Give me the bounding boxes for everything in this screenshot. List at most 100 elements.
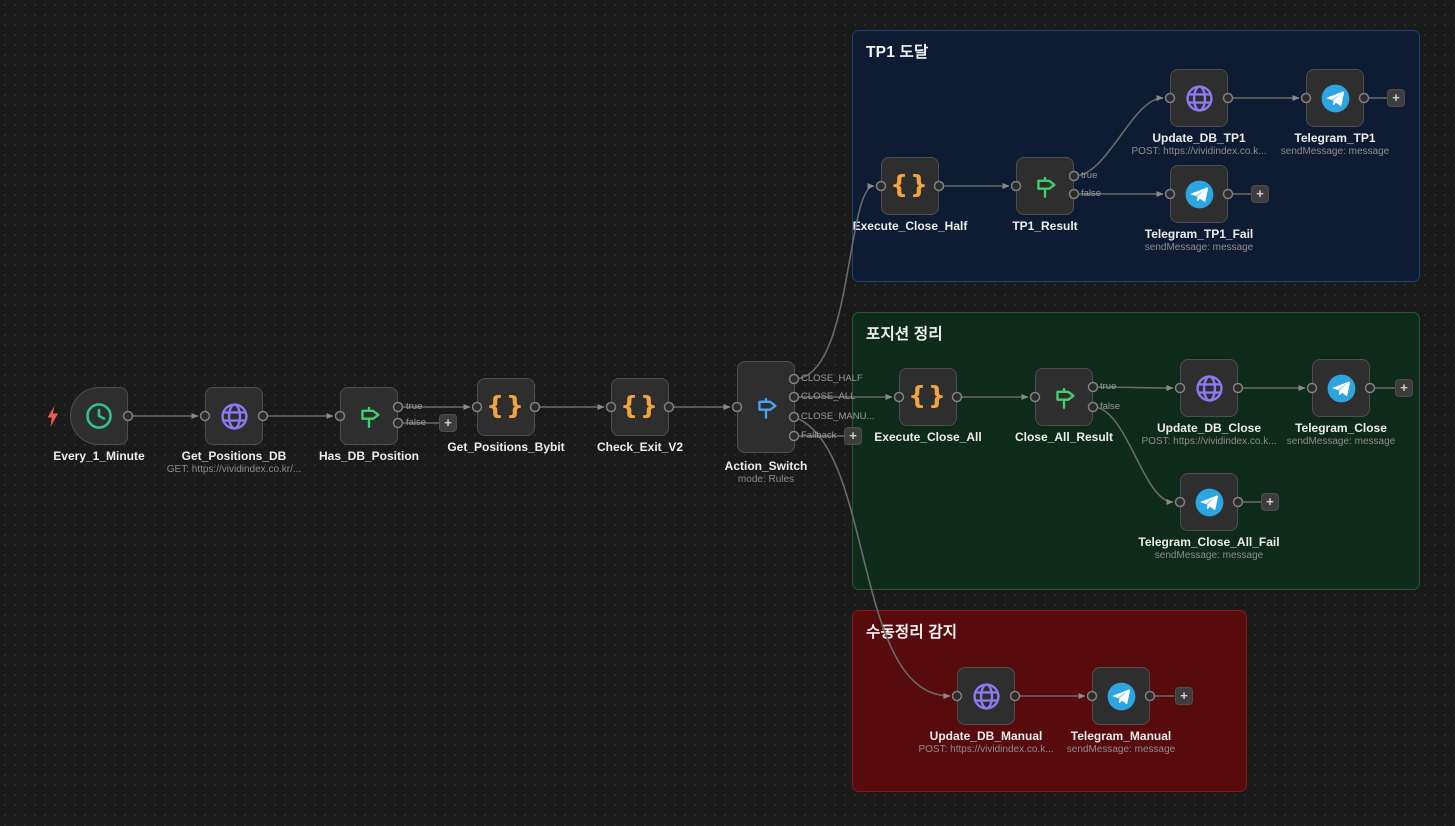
node-execute-close-all[interactable]: {} Execute_Close_All bbox=[874, 368, 982, 444]
add-node-button[interactable]: + bbox=[1395, 379, 1413, 397]
output-label-false: false bbox=[406, 417, 427, 428]
node-subtitle: sendMessage: message bbox=[1286, 436, 1396, 447]
node-telegram-close-all-fail[interactable]: Telegram_Close_All_Fail sendMessage: mes… bbox=[1138, 473, 1280, 561]
node-body[interactable] bbox=[1170, 165, 1228, 223]
code-braces-icon: {} bbox=[620, 391, 660, 420]
node-body[interactable] bbox=[1035, 368, 1093, 426]
code-braces-icon: {} bbox=[908, 381, 948, 410]
output-label-false: false bbox=[1081, 188, 1102, 199]
add-node-button[interactable]: + bbox=[1387, 89, 1405, 107]
node-body[interactable] bbox=[1180, 359, 1238, 417]
node-body[interactable] bbox=[1016, 157, 1074, 215]
node-body[interactable]: {} bbox=[477, 378, 535, 436]
add-node-button[interactable]: + bbox=[439, 414, 457, 432]
node-subtitle: sendMessage: message bbox=[1066, 744, 1176, 755]
node-body[interactable]: {} bbox=[881, 157, 939, 215]
node-label: Update_DB_Close bbox=[1156, 421, 1262, 435]
add-node-button[interactable]: + bbox=[1261, 493, 1279, 511]
node-subtitle: GET: https://vividindex.co.kr/... bbox=[166, 464, 302, 475]
clock-icon bbox=[86, 403, 112, 429]
node-label: Every_1_Minute bbox=[53, 449, 145, 463]
node-body[interactable] bbox=[957, 667, 1015, 725]
node-body[interactable]: {} bbox=[899, 368, 957, 426]
connection[interactable] bbox=[793, 416, 951, 699]
signpost-icon bbox=[361, 406, 380, 428]
node-label: Execute_Close_All bbox=[874, 430, 982, 444]
node-body[interactable] bbox=[1180, 473, 1238, 531]
node-body[interactable] bbox=[1312, 359, 1370, 417]
code-braces-icon: {} bbox=[890, 170, 930, 199]
telegram-icon bbox=[1327, 374, 1355, 402]
add-node-button[interactable]: + bbox=[1251, 185, 1269, 203]
output-label-true: true bbox=[1081, 170, 1098, 181]
node-subtitle: sendMessage: message bbox=[1280, 146, 1390, 157]
node-label: Has_DB_Position bbox=[318, 449, 420, 463]
connection[interactable] bbox=[793, 183, 875, 380]
node-label: Update_DB_Manual bbox=[929, 729, 1043, 743]
node-label: Telegram_Manual bbox=[1070, 729, 1172, 743]
add-node-button[interactable]: + bbox=[844, 427, 862, 445]
node-telegram-manual[interactable]: Telegram_Manual sendMessage: message bbox=[1067, 667, 1175, 755]
node-update-db-close[interactable]: Update_DB_Close POST: https://vividindex… bbox=[1141, 359, 1277, 447]
node-label: Update_DB_TP1 bbox=[1152, 131, 1246, 145]
signpost-icon bbox=[1056, 387, 1075, 409]
output-label-close-half: CLOSE_HALF bbox=[801, 373, 863, 384]
globe-icon bbox=[1185, 84, 1213, 112]
node-body[interactable] bbox=[1170, 69, 1228, 127]
node-every-1-minute[interactable]: Every_1_Minute bbox=[53, 387, 145, 463]
node-tp1-result[interactable]: TP1_Result bbox=[1012, 157, 1078, 233]
node-body[interactable] bbox=[737, 361, 795, 453]
node-label: Telegram_Close bbox=[1295, 421, 1387, 435]
connection[interactable] bbox=[1092, 384, 1174, 391]
node-label: Action_Switch bbox=[724, 459, 808, 473]
lightning-bolt-icon bbox=[47, 406, 58, 427]
node-label: TP1_Result bbox=[1012, 219, 1078, 233]
node-update-db-tp1[interactable]: Update_DB_TP1 POST: https://vividindex.c… bbox=[1131, 69, 1267, 157]
node-body[interactable] bbox=[205, 387, 263, 445]
group-title: 포지션 정리 bbox=[866, 326, 943, 343]
node-has-db-position[interactable]: Has_DB_Position bbox=[319, 387, 419, 463]
signpost-icon bbox=[1037, 176, 1056, 198]
node-body[interactable]: {} bbox=[611, 378, 669, 436]
group-title: TP1 도달 bbox=[866, 44, 929, 61]
add-node-button[interactable]: + bbox=[1175, 687, 1193, 705]
telegram-icon bbox=[1321, 84, 1349, 112]
node-get-positions-bybit[interactable]: {} Get_Positions_Bybit bbox=[447, 378, 565, 454]
node-subtitle: POST: https://vividindex.co.k... bbox=[918, 744, 1054, 755]
node-label: Get_Positions_Bybit bbox=[447, 440, 565, 454]
node-label: Telegram_TP1 bbox=[1294, 131, 1376, 145]
connection[interactable] bbox=[1092, 406, 1174, 505]
code-braces-icon: {} bbox=[486, 391, 526, 420]
node-close-all-result[interactable]: Close_All_Result bbox=[1015, 368, 1113, 444]
output-label-true: true bbox=[406, 401, 423, 412]
group-box-position-close[interactable]: 포지션 정리 bbox=[852, 312, 1420, 590]
node-execute-close-half[interactable]: {} Execute_Close_Half bbox=[853, 157, 967, 233]
node-label: Get_Positions_DB bbox=[181, 449, 287, 463]
connection[interactable] bbox=[1073, 95, 1164, 177]
node-telegram-close[interactable]: Telegram_Close sendMessage: message bbox=[1287, 359, 1395, 447]
node-get-positions-db[interactable]: Get_Positions_DB GET: https://vividindex… bbox=[167, 387, 301, 475]
output-label-false: false bbox=[1100, 401, 1121, 412]
node-body[interactable] bbox=[340, 387, 398, 445]
telegram-icon bbox=[1107, 682, 1135, 710]
node-telegram-tp1-fail[interactable]: Telegram_TP1_Fail sendMessage: message bbox=[1145, 165, 1253, 253]
output-label-fallback: Fallback bbox=[801, 430, 837, 441]
node-subtitle: sendMessage: message bbox=[1144, 242, 1254, 253]
node-check-exit-v2[interactable]: {} Check_Exit_V2 bbox=[597, 378, 683, 454]
signpost-icon bbox=[758, 397, 777, 419]
globe-icon bbox=[1195, 374, 1223, 402]
node-update-db-manual[interactable]: Update_DB_Manual POST: https://vividinde… bbox=[918, 667, 1054, 755]
globe-icon bbox=[220, 402, 248, 430]
node-body[interactable] bbox=[1306, 69, 1364, 127]
node-body[interactable] bbox=[1092, 667, 1150, 725]
node-subtitle: sendMessage: message bbox=[1154, 550, 1264, 561]
node-action-switch[interactable]: Action_Switch mode: Rules bbox=[725, 361, 807, 485]
node-subtitle: POST: https://vividindex.co.k... bbox=[1131, 146, 1267, 157]
globe-icon bbox=[972, 682, 1000, 710]
output-label-close-all: CLOSE_ALL bbox=[801, 391, 856, 402]
node-body[interactable] bbox=[70, 387, 128, 445]
output-label-true: true bbox=[1100, 381, 1117, 392]
node-label: Close_All_Result bbox=[1014, 430, 1114, 444]
node-telegram-tp1[interactable]: Telegram_TP1 sendMessage: message bbox=[1281, 69, 1389, 157]
